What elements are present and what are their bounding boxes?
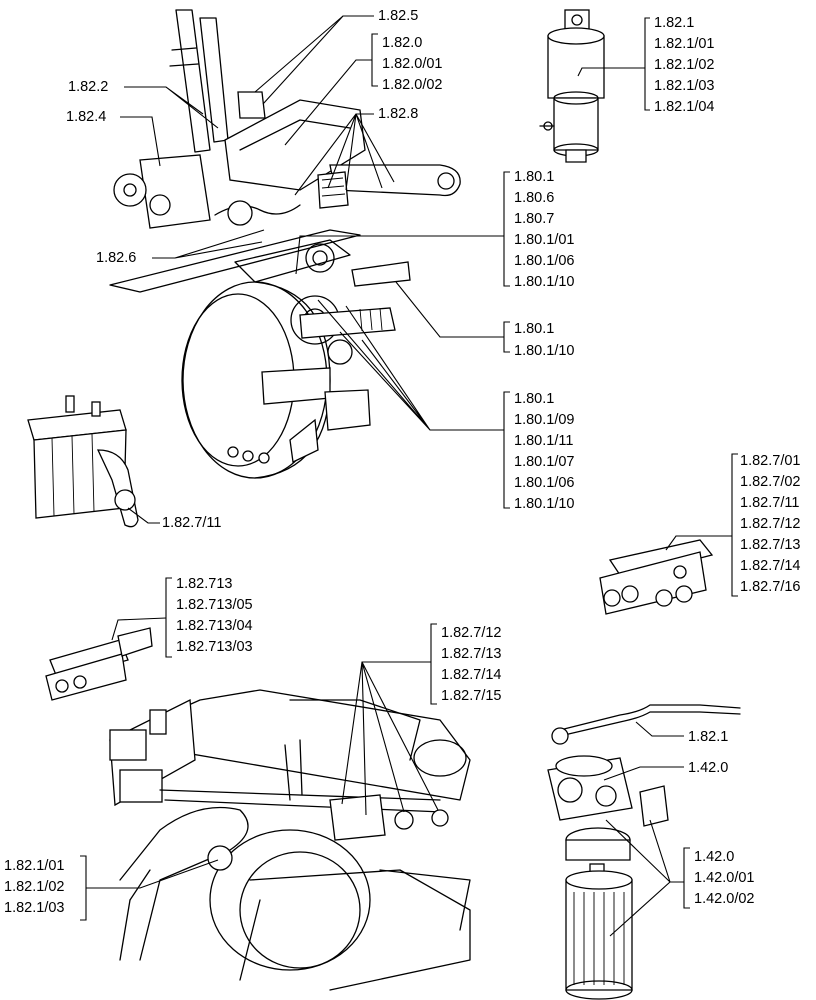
pto-drive-drawing [181, 239, 411, 479]
label-1-82-713-05: 1.82.713/05 [176, 597, 253, 613]
label-1-82-1-pipe: 1.82.1 [688, 729, 728, 745]
label-1-82-6: 1.82.6 [96, 250, 136, 266]
label-1-80-1-a: 1.80.1 [514, 169, 554, 185]
label-1-82-7-02: 1.82.7/02 [740, 474, 800, 490]
label-1-82-0: 1.82.0 [382, 35, 422, 51]
lift-linkage-drawing [109, 9, 461, 293]
label-1-82-713-03: 1.82.713/03 [176, 639, 253, 655]
label-1-82-7-01: 1.82.7/01 [740, 453, 800, 469]
label-1-82-1-02: 1.82.1/02 [654, 57, 714, 73]
label-1-82-7-16: 1.82.7/16 [740, 579, 800, 595]
label-1-82-1-03-bottom: 1.82.1/03 [4, 900, 64, 916]
label-1-82-1-03: 1.82.1/03 [654, 78, 714, 94]
label-1-82-713-04: 1.82.713/04 [176, 618, 253, 634]
label-1-80-1-10-a: 1.80.1/10 [514, 274, 574, 290]
label-1-80-1-09-c: 1.80.1/09 [514, 412, 574, 428]
label-1-42-0-02: 1.42.0/02 [694, 891, 754, 907]
label-1-82-1-02-bottom: 1.82.1/02 [4, 879, 64, 895]
label-1-80-1-11-c: 1.80.1/11 [514, 433, 573, 449]
label-1-82-5: 1.82.5 [378, 8, 418, 24]
label-1-82-0-02: 1.82.0/02 [382, 77, 442, 93]
label-1-80-1-10-b: 1.80.1/10 [514, 343, 574, 359]
label-1-80-1-01-a: 1.80.1/01 [514, 232, 574, 248]
label-1-80-1-b: 1.80.1 [514, 321, 554, 337]
label-1-42-0-01: 1.42.0/01 [694, 870, 754, 886]
label-1-82-7-14-right: 1.82.7/14 [740, 558, 800, 574]
label-1-80-7-a: 1.80.7 [514, 211, 554, 227]
part-labels: 1.82.5 1.82.0 1.82.0/01 1.82.0/02 1.82.8… [4, 8, 800, 916]
tractor-rear-assembly-drawing [109, 689, 471, 991]
auxiliary-valve-drawing [27, 395, 139, 528]
label-1-80-1-06-a: 1.80.1/06 [514, 253, 574, 269]
label-1-82-7-15: 1.82.7/15 [441, 688, 501, 704]
label-1-42-0-b: 1.42.0 [694, 849, 734, 865]
pump-filter-drawing [547, 704, 741, 1000]
label-1-82-8: 1.82.8 [378, 106, 418, 122]
label-1-80-1-07-c: 1.80.1/07 [514, 454, 574, 470]
label-1-82-7-13-mid: 1.82.7/13 [441, 646, 501, 662]
trailer-valve-drawing [45, 627, 153, 701]
label-1-80-6-a: 1.80.6 [514, 190, 554, 206]
label-1-82-2: 1.82.2 [68, 79, 108, 95]
label-1-82-7-11-right: 1.82.7/11 [740, 495, 799, 511]
label-1-42-0: 1.42.0 [688, 760, 728, 776]
label-1-82-7-14-mid: 1.82.7/14 [441, 667, 501, 683]
label-1-80-1-06-c: 1.80.1/06 [514, 475, 574, 491]
label-1-82-7-12-right: 1.82.7/12 [740, 516, 800, 532]
label-1-82-0-01: 1.82.0/01 [382, 56, 442, 72]
label-1-80-1-10-c: 1.80.1/10 [514, 496, 574, 512]
label-1-82-7-13-right: 1.82.7/13 [740, 537, 800, 553]
leader-lines [80, 15, 738, 937]
label-1-82-1: 1.82.1 [654, 15, 694, 31]
hydraulic-cylinder-drawing [539, 9, 605, 163]
label-1-82-713: 1.82.713 [176, 576, 232, 592]
label-1-82-4: 1.82.4 [66, 109, 106, 125]
label-1-82-7-12-mid: 1.82.7/12 [441, 625, 501, 641]
label-1-82-1-01-bottom: 1.82.1/01 [4, 858, 64, 874]
label-1-80-1-c: 1.80.1 [514, 391, 554, 407]
label-1-82-7-11-left: 1.82.7/11 [162, 515, 221, 531]
label-1-82-1-01: 1.82.1/01 [654, 36, 714, 52]
label-1-82-1-04: 1.82.1/04 [654, 99, 714, 115]
valve-block-drawing [599, 539, 714, 615]
